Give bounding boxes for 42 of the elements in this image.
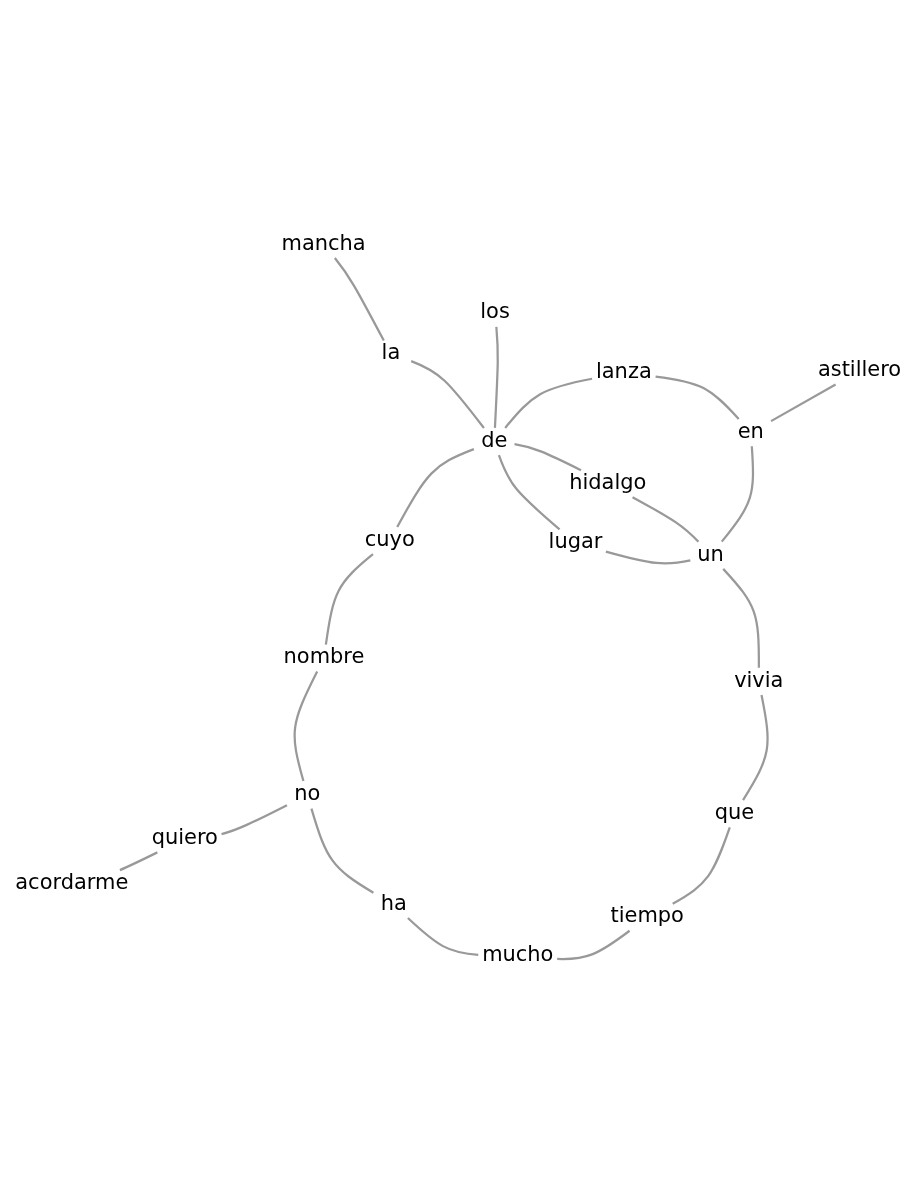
connector: [324, 553, 374, 645]
node-text: no: [294, 780, 321, 805]
node-text: astillero: [817, 357, 902, 382]
node-text: quiero: [151, 824, 218, 849]
node-text: la: [381, 340, 401, 365]
connector: [119, 851, 158, 872]
node-text: que: [714, 799, 755, 824]
connector: [497, 454, 561, 531]
node-text: nombre: [283, 644, 365, 669]
connector: [293, 671, 319, 782]
connector: [655, 375, 740, 420]
node-text: lugar: [548, 529, 603, 554]
connector: [672, 827, 731, 905]
connector: [334, 257, 385, 342]
connector: [310, 808, 374, 894]
connector: [722, 568, 760, 668]
connector: [557, 929, 631, 961]
connector: [504, 377, 593, 429]
node-text: ha: [380, 890, 407, 915]
node-text: acordarme: [15, 869, 129, 894]
connector: [770, 383, 837, 423]
connector: [632, 496, 700, 543]
node-text: hidalgo: [569, 469, 647, 494]
node-text: tiempo: [610, 903, 684, 928]
connector: [720, 446, 755, 543]
connector: [742, 694, 769, 801]
connector: [493, 326, 499, 428]
connector: [221, 804, 288, 836]
connector: [605, 550, 691, 565]
node-text: vivia: [734, 667, 784, 692]
node-text: en: [737, 418, 764, 443]
connector: [410, 360, 485, 429]
connector: [396, 448, 475, 528]
node-text: mucho: [482, 941, 554, 966]
node-text: un: [697, 541, 724, 566]
node-text: cuyo: [364, 526, 415, 551]
node-text: mancha: [281, 230, 366, 255]
node-text: de: [481, 427, 508, 452]
connector: [514, 443, 582, 472]
connector: [407, 917, 479, 956]
node-text: los: [480, 299, 510, 324]
node-text: lanza: [595, 359, 652, 384]
